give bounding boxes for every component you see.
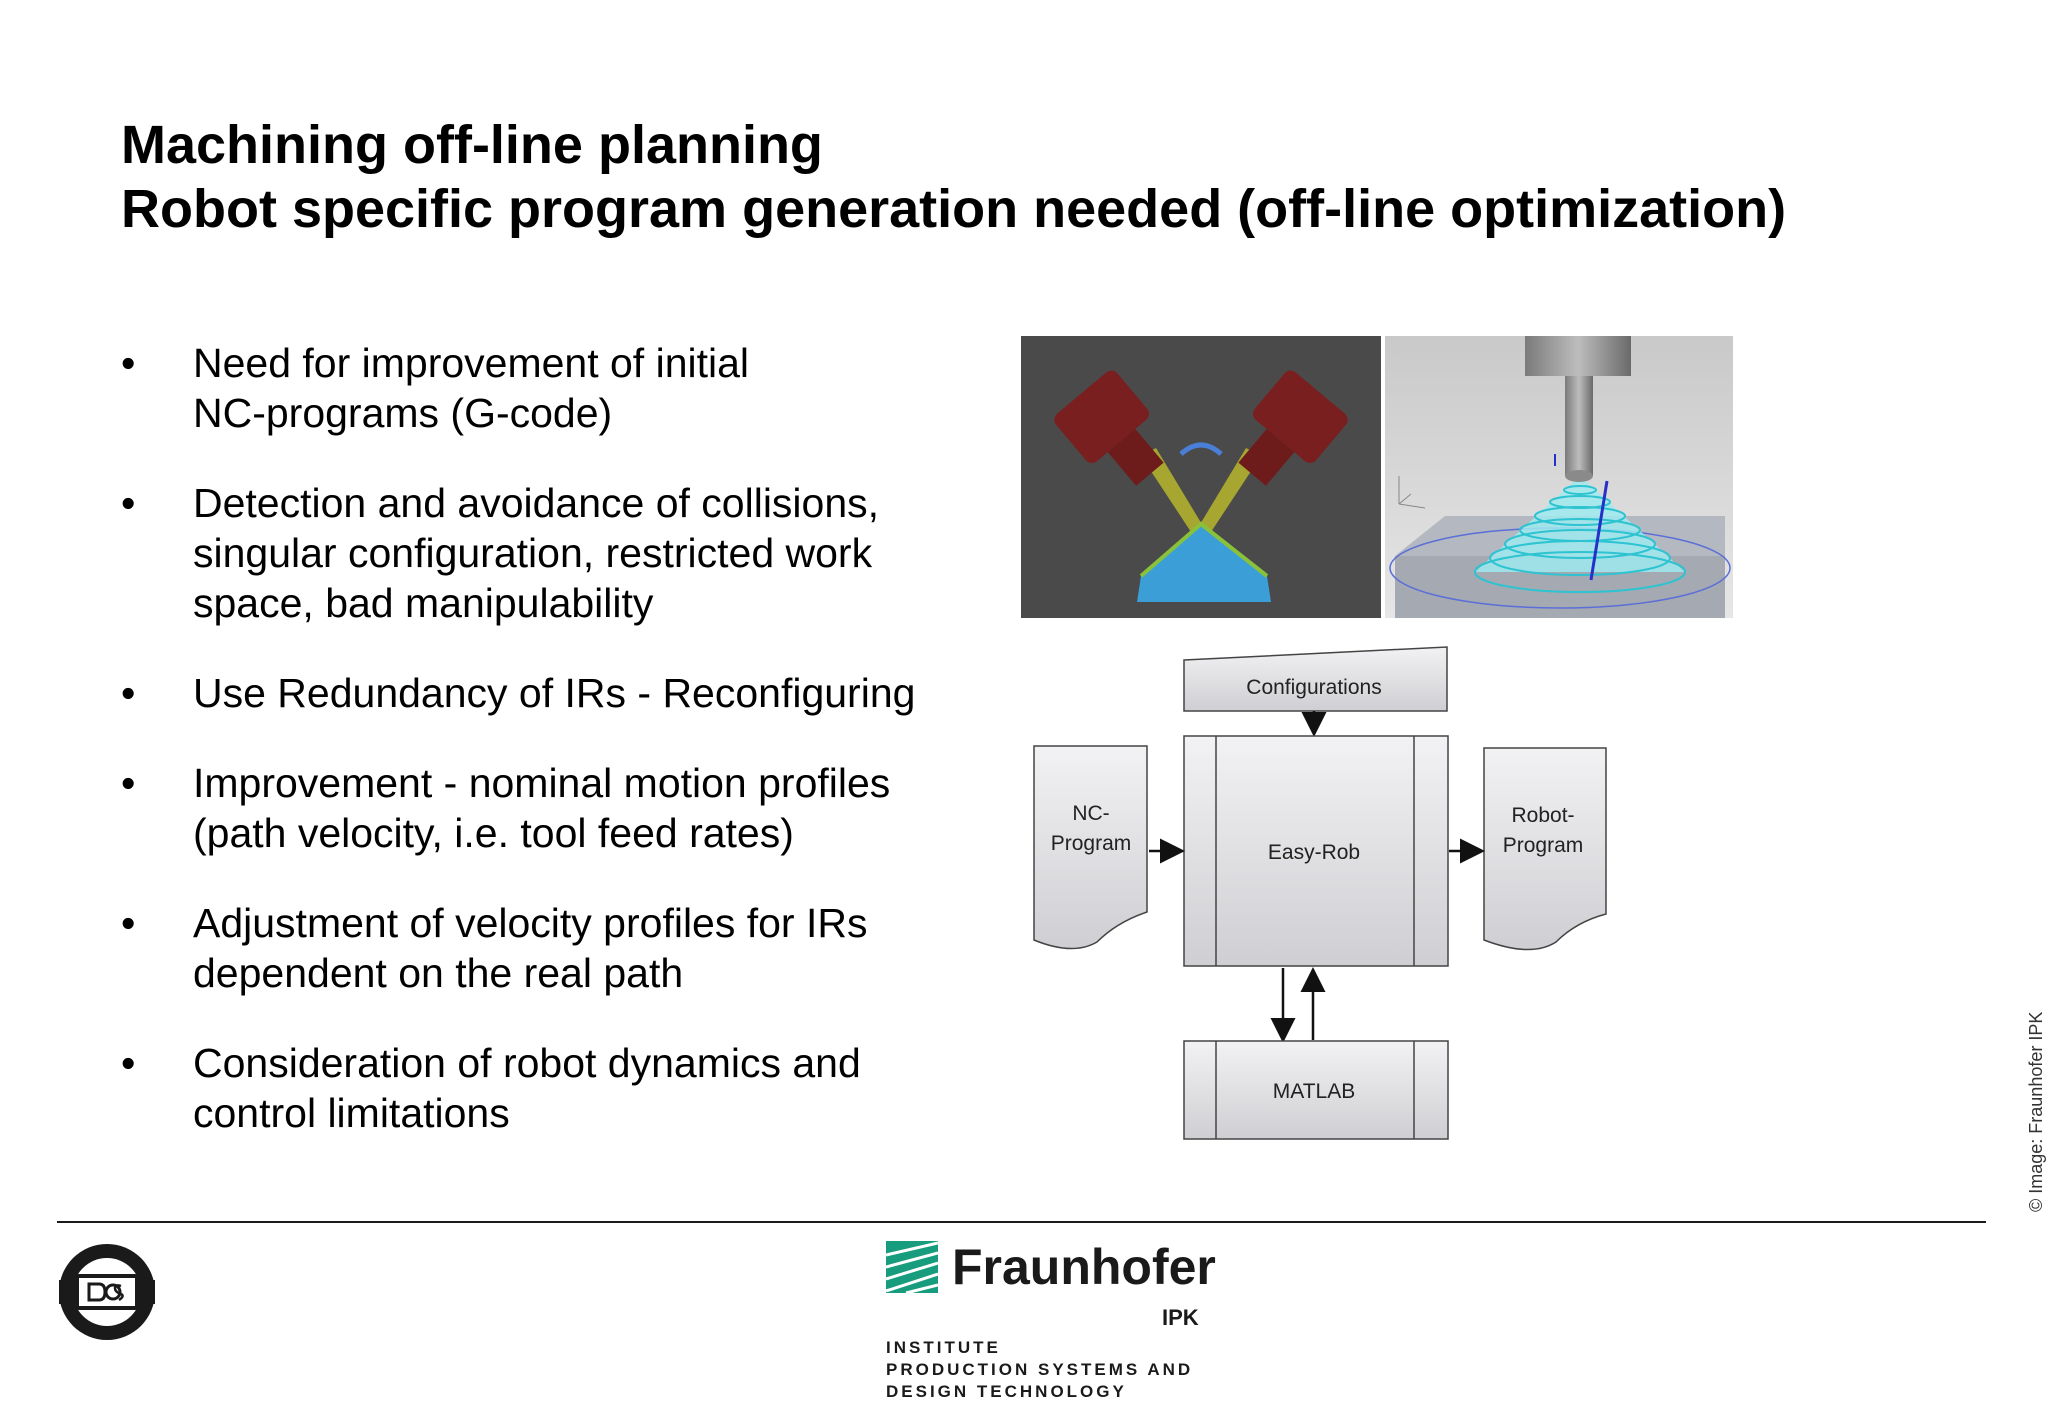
matlab-label: MATLAB [1273, 1080, 1355, 1103]
fraunhofer-mark-icon [886, 1241, 938, 1293]
bullet-item: • Detection and avoidance of collisions,… [121, 478, 1001, 628]
bullet-item: • Need for improvement of initial NC-pro… [121, 338, 1001, 438]
bullet-line: space, bad manipulability [193, 580, 654, 626]
bullet-item: • Consideration of robot dynamics and co… [121, 1038, 1001, 1138]
robot-program-label-line2: Program [1503, 834, 1584, 857]
dual-robot-image [1021, 336, 1381, 618]
bullet-marker: • [121, 760, 136, 806]
bullet-line: singular configuration, restricted work [193, 530, 873, 576]
bullet-line: control limitations [193, 1090, 510, 1136]
bullet-item: • Adjustment of velocity profiles for IR… [121, 898, 1001, 998]
bullet-line: dependent on the real path [193, 950, 684, 996]
bullet-marker: • [121, 1040, 136, 1086]
bullet-marker: • [121, 670, 136, 716]
nc-program-label-line2: Program [1051, 832, 1132, 855]
institute-line: INSTITUTE [886, 1338, 1001, 1357]
bullet-line: Need for improvement of initial [193, 340, 750, 386]
slide-title: Machining off-line planning Robot specif… [121, 113, 1786, 241]
bullet-line: Adjustment of velocity profiles for IRs [193, 900, 868, 946]
fraunhofer-unit: IPK [1162, 1305, 1199, 1330]
robot-program-box: Robot- Program [1483, 747, 1607, 951]
dqs-seal-icon [59, 1244, 155, 1340]
easy-rob-label: Easy-Rob [1268, 841, 1360, 864]
bullet-line: Detection and avoidance of collisions, [193, 480, 880, 526]
configurations-label: Configurations [1246, 676, 1381, 699]
bullet-marker: • [121, 480, 136, 526]
footer-divider [57, 1221, 1986, 1223]
bullet-item: • Use Redundancy of IRs - Reconfiguring [121, 668, 1001, 718]
bullet-line: NC-programs (G-code) [193, 390, 613, 436]
robot-program-label-line1: Robot- [1511, 804, 1574, 827]
nc-program-label-line1: NC- [1072, 802, 1109, 825]
bullet-marker: • [121, 340, 136, 386]
bullet-marker: • [121, 900, 136, 946]
easy-rob-box: Easy-Rob [1183, 735, 1449, 967]
program-flow-diagram: Configurations Easy-Rob NC- Program Robo… [1021, 640, 1641, 1160]
title-line-2: Robot specific program generation needed… [121, 179, 1787, 239]
institute-line: PRODUCTION SYSTEMS AND [886, 1360, 1194, 1379]
bullet-item: • Improvement - nominal motion profiles … [121, 758, 1001, 858]
fraunhofer-wordmark: Fraunhofer [952, 1239, 1216, 1295]
bullet-line: Improvement - nominal motion profiles [193, 760, 891, 806]
bullet-line: Consideration of robot dynamics and [193, 1040, 861, 1086]
nc-program-box: NC- Program [1033, 745, 1148, 950]
image-copyright: © Image: Fraunhofer IPK [2026, 1011, 2046, 1212]
cone-milling-image [1385, 336, 1733, 618]
matlab-box: MATLAB [1183, 1040, 1449, 1140]
bullet-list: • Need for improvement of initial NC-pro… [121, 338, 1001, 1178]
bullet-line: (path velocity, i.e. tool feed rates) [193, 810, 794, 856]
configurations-box: Configurations [1183, 646, 1448, 712]
bullet-line: Use Redundancy of IRs - Reconfiguring [193, 670, 916, 716]
title-line-1: Machining off-line planning [121, 115, 823, 175]
institute-name: INSTITUTE PRODUCTION SYSTEMS AND DESIGN … [886, 1337, 1193, 1403]
fraunhofer-logo: Fraunhofer IPK INSTITUTE PRODUCTION SYST… [886, 1239, 1226, 1403]
institute-line: DESIGN TECHNOLOGY [886, 1382, 1127, 1401]
